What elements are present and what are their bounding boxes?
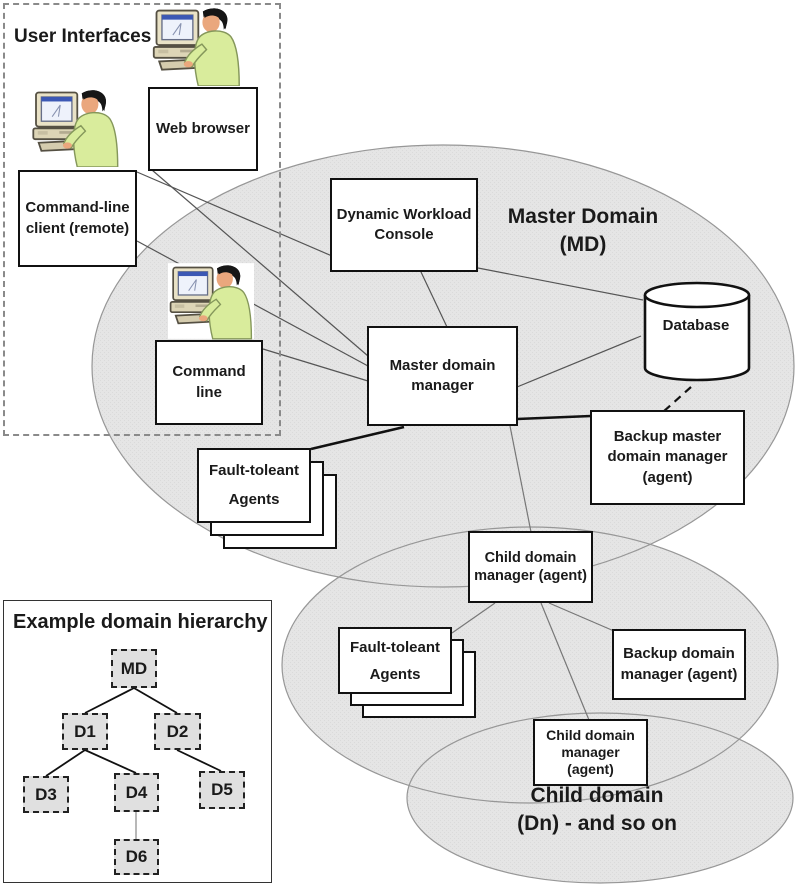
- child-domain-n-manager-node: Child domain manager (agent): [533, 719, 648, 786]
- user-interfaces-panel: [3, 3, 281, 436]
- hierarchy-title: Example domain hierarchy: [13, 611, 268, 633]
- database-cylinder: [643, 281, 751, 382]
- web-browser-node: Web browser: [148, 87, 258, 171]
- master-domain-label: Master Domain (MD): [507, 205, 659, 257]
- hierarchy-node-d1: D1: [62, 713, 108, 750]
- database-to-backup-dashed-link: [662, 386, 692, 413]
- fault-tolerant-agents-stack: Fault-toleant Agents: [197, 448, 338, 550]
- hierarchy-tree-lines: [45, 687, 222, 839]
- hierarchy-node-d2: D2: [154, 713, 201, 750]
- hierarchy-node-md: MD: [111, 649, 157, 688]
- child-domain-manager-node: Child domain manager (agent): [468, 531, 593, 603]
- hierarchy-node-d6: D6: [114, 839, 159, 875]
- backup-domain-manager-node: Backup domain manager (agent): [612, 629, 746, 700]
- hierarchy-node-d4: D4: [114, 773, 159, 812]
- hierarchy-node-d5: D5: [199, 771, 245, 809]
- command-line-node: Command line: [155, 340, 263, 425]
- connector-lines: [136, 169, 692, 721]
- mdm-to-agents-link: [310, 425, 405, 451]
- command-line-client-node: Command-line client (remote): [18, 170, 137, 267]
- master-domain-manager-node: Master domain manager: [367, 326, 518, 426]
- child-domain-n-label: Child domain (Dn) - and so on: [517, 784, 677, 836]
- agents-stack-front-sheet: Fault-toleant Agents: [197, 448, 311, 523]
- hierarchy-node-d3: D3: [23, 776, 69, 813]
- backup-master-domain-manager-node: Backup master domain manager (agent): [590, 410, 745, 505]
- workstation-user-icon: [28, 88, 123, 167]
- database-label: Database: [662, 317, 730, 334]
- agents-stack-front-sheet: Fault-toleant Agents: [338, 627, 452, 694]
- hierarchy-panel: Example domain hierarchy MD D1 D2 D3 D4 …: [3, 600, 272, 883]
- user-interfaces-title: User Interfaces: [14, 26, 152, 47]
- mdm-to-backup-link: [516, 414, 592, 421]
- workstation-user-icon: [168, 262, 254, 340]
- dynamic-workload-console-node: Dynamic Workload Console: [330, 178, 478, 272]
- workstation-user-icon: [148, 6, 245, 86]
- fault-tolerant-agents-stack: Fault-toleant Agents: [338, 627, 477, 720]
